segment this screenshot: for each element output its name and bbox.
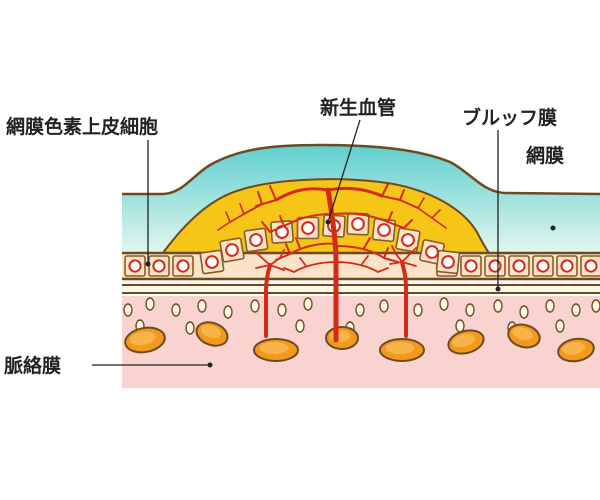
choroid-small-cells [123,297,600,335]
rpe-cell [532,255,554,277]
rpe-cell-nucleus [488,259,502,273]
choroid-cell [355,303,365,317]
choroid-cell [493,299,503,313]
rpe-cell-nucleus [176,259,190,273]
choroid-cell [379,299,389,313]
choroid-cell [303,297,313,311]
choroid-cell [277,303,287,317]
rpe-cell [172,255,194,277]
choroidal-vessel-highlight [200,324,221,339]
rpe-cell [435,249,461,275]
raised-rpe-cells [199,212,461,275]
neovessel-branch [243,185,277,215]
rpe-cell-nucleus [225,243,239,257]
rpe-cell [346,212,370,236]
rpe-cell-nucleus [560,259,574,273]
leader-dot-bruch [495,286,501,292]
choroid-cell [197,299,207,313]
choroid-cell [250,299,260,313]
label-rpe: 網膜色素上皮細胞 [6,115,158,138]
choroid-cell [545,299,555,313]
choroid-cell [413,303,423,317]
choroid-cell [455,319,465,333]
rpe-cell [124,255,146,277]
choroid-cell [145,297,155,311]
rpe-cell [395,227,421,253]
rpe-cell-nucleus [351,217,365,231]
rpe-cell [484,255,506,277]
choroidal-vessel-highlight [129,331,156,346]
neovessel-branch [274,187,330,202]
neovessel-trunk-right [400,260,408,338]
label-retina: 網膜 [526,144,564,167]
rpe-cell [219,237,245,263]
rpe-cell [580,255,600,277]
rpe-cell-nucleus [536,259,550,273]
choroidal-vessel-highlight [512,327,533,340]
neovessel-branch [261,213,333,233]
neovessel-trunk-left [264,263,272,338]
rpe-cell-nucleus [249,233,263,247]
rpe-cell-nucleus [584,259,598,273]
rpe-cell [556,255,578,277]
rpe-cell [243,227,269,253]
rpe-cell [296,216,320,240]
choroid-cell [185,321,195,335]
choroid-cell [123,303,133,317]
choroid-cell [591,299,600,313]
retina-surface-line [122,143,600,196]
leader-dot-rpe [145,261,151,267]
rpe-cell-nucleus [512,259,526,273]
rpe-cell-nucleus [301,221,315,235]
neovessel-branch [217,203,245,231]
choroid-cell [571,303,581,317]
choroid-cell [171,303,181,317]
rpe-cell [508,255,530,277]
rpe-cell-nucleus [152,259,166,273]
label-choroid: 脈絡膜 [4,354,61,377]
rpe-cell-nucleus [377,223,391,237]
rpe-cell-nucleus [464,259,478,273]
leader-lines [92,119,499,366]
choroidal-vessel-highlight [452,334,475,348]
neovessel-branch [335,255,389,273]
choroidal-vessel-highlight [385,341,415,355]
rpe-cell-nucleus [441,255,455,269]
rpe-cell-nucleus [205,255,219,269]
choroid-cell [465,303,475,317]
choroidal-vessel-highlight [329,329,351,343]
choroidal-vessels [124,321,595,363]
rpe-cell [148,255,170,277]
neovascular-vessels [217,183,447,343]
neovessel-branch [326,186,384,198]
rpe-cell [460,255,482,277]
neovessel-branch [389,245,417,267]
choroid-cell [295,319,305,333]
neovessel-branch [255,249,285,271]
neovessel-branch [283,257,337,273]
label-bruch: ブルッフ膜 [462,106,557,129]
rpe-cell [371,217,397,243]
choroid-cell [223,305,233,319]
label-neovascular: 新生血管 [320,96,396,119]
neovessel-branch [335,237,399,263]
leader-dot-neovascular [325,219,331,225]
leader-dot-choroid [207,362,213,368]
rpe-cell-nucleus [128,259,142,273]
choroidal-vessel-highlight [562,342,586,355]
choroid-cell [519,305,529,319]
rpe-cell-nucleus [401,233,415,247]
rpe-cell [199,249,225,275]
neovessel-branch [275,237,337,261]
neovessel-branch [333,211,413,229]
leader-neovascular [327,119,361,223]
bruch-membrane [122,285,600,293]
leader-dot-retina [550,225,556,231]
choroid-cell [555,319,565,333]
choroidal-vessel-highlight [259,341,289,355]
neovessel-branch [381,183,419,209]
choroid-cell [439,297,449,311]
neovessel-branch [417,197,447,229]
